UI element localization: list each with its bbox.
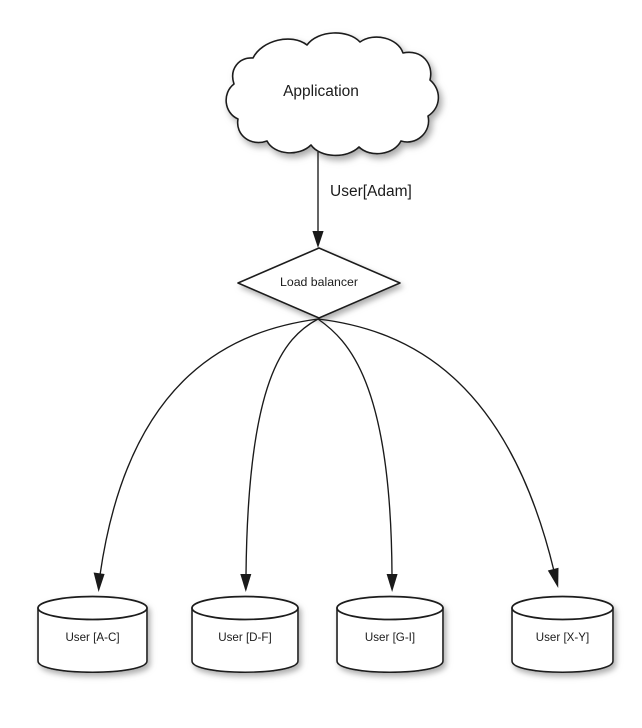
database-node-3[interactable] (336, 595, 444, 674)
edge-balancer-to-db-x-y (317, 318, 559, 588)
database-label-4: User [X-Y] (535, 631, 590, 644)
cloud-label: Application (283, 83, 359, 100)
database-label-2: User [D-F] (218, 631, 272, 644)
edge-balancer-to-db-g-i (317, 318, 398, 592)
database-label-1: User [A-C] (65, 631, 120, 644)
edge-cloud-to-balancer (312, 152, 324, 248)
edge-label-user-adam: User[Adam] (330, 183, 412, 200)
edge-balancer-to-db-d-f (240, 318, 319, 592)
cloud-node[interactable] (225, 32, 440, 157)
load-balancer-node[interactable] (237, 247, 401, 319)
database-label-3: User [G-I] (364, 631, 416, 644)
database-node-2[interactable] (191, 595, 299, 674)
load-balancer-label: Load balancer (280, 275, 358, 289)
database-node-1[interactable] (37, 595, 148, 674)
edge-balancer-to-db-a-c (93, 318, 319, 592)
database-node-4[interactable] (511, 595, 614, 674)
